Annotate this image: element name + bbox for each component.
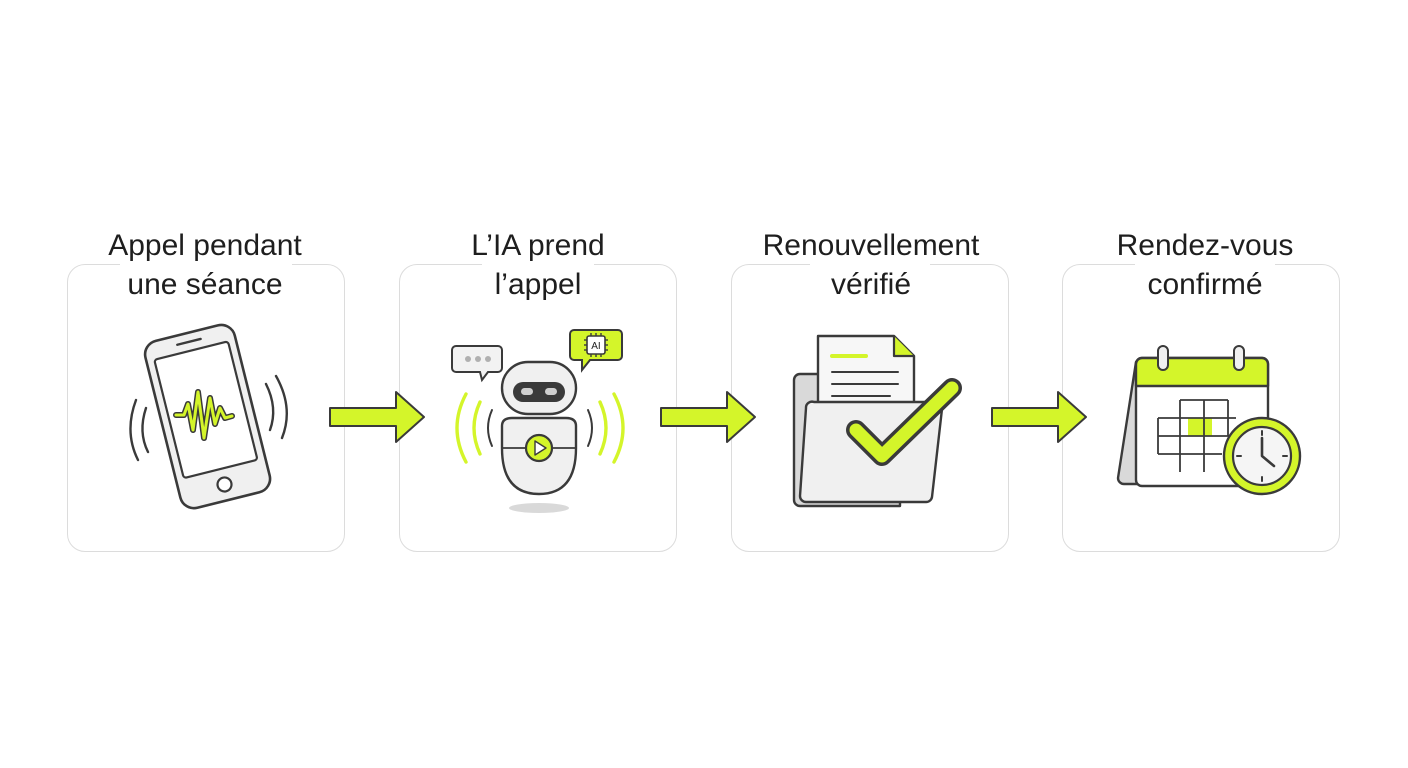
step-title-appointment: Rendez-vous confirmé — [1045, 226, 1365, 304]
calendar-clock-icon — [1116, 345, 1302, 496]
title-line: Appel pendant — [108, 229, 302, 262]
step-title-renewal: Renouvellement vérifié — [711, 226, 1031, 304]
title-line: l’appel — [494, 268, 582, 301]
ai-robot-icon: AI — [451, 329, 625, 513]
title-line: Renouvellement — [762, 229, 980, 262]
arrow-right-icon — [329, 391, 425, 443]
step-title-ai: L’IA prend l’appel — [378, 226, 698, 304]
title-line: vérifié — [830, 268, 912, 301]
title-line: L’IA prend — [471, 229, 605, 262]
title-line: confirmé — [1147, 268, 1263, 301]
title-line: Rendez-vous — [1116, 229, 1294, 262]
vibrating-phone-icon — [129, 323, 288, 510]
title-line: une séance — [127, 268, 283, 301]
ai-chip-label: AI — [591, 341, 600, 352]
folder-check-icon — [792, 334, 962, 508]
arrow-right-icon — [991, 391, 1087, 443]
arrow-right-icon — [660, 391, 756, 443]
step-title-call: Appel pendant une séance — [45, 226, 365, 304]
